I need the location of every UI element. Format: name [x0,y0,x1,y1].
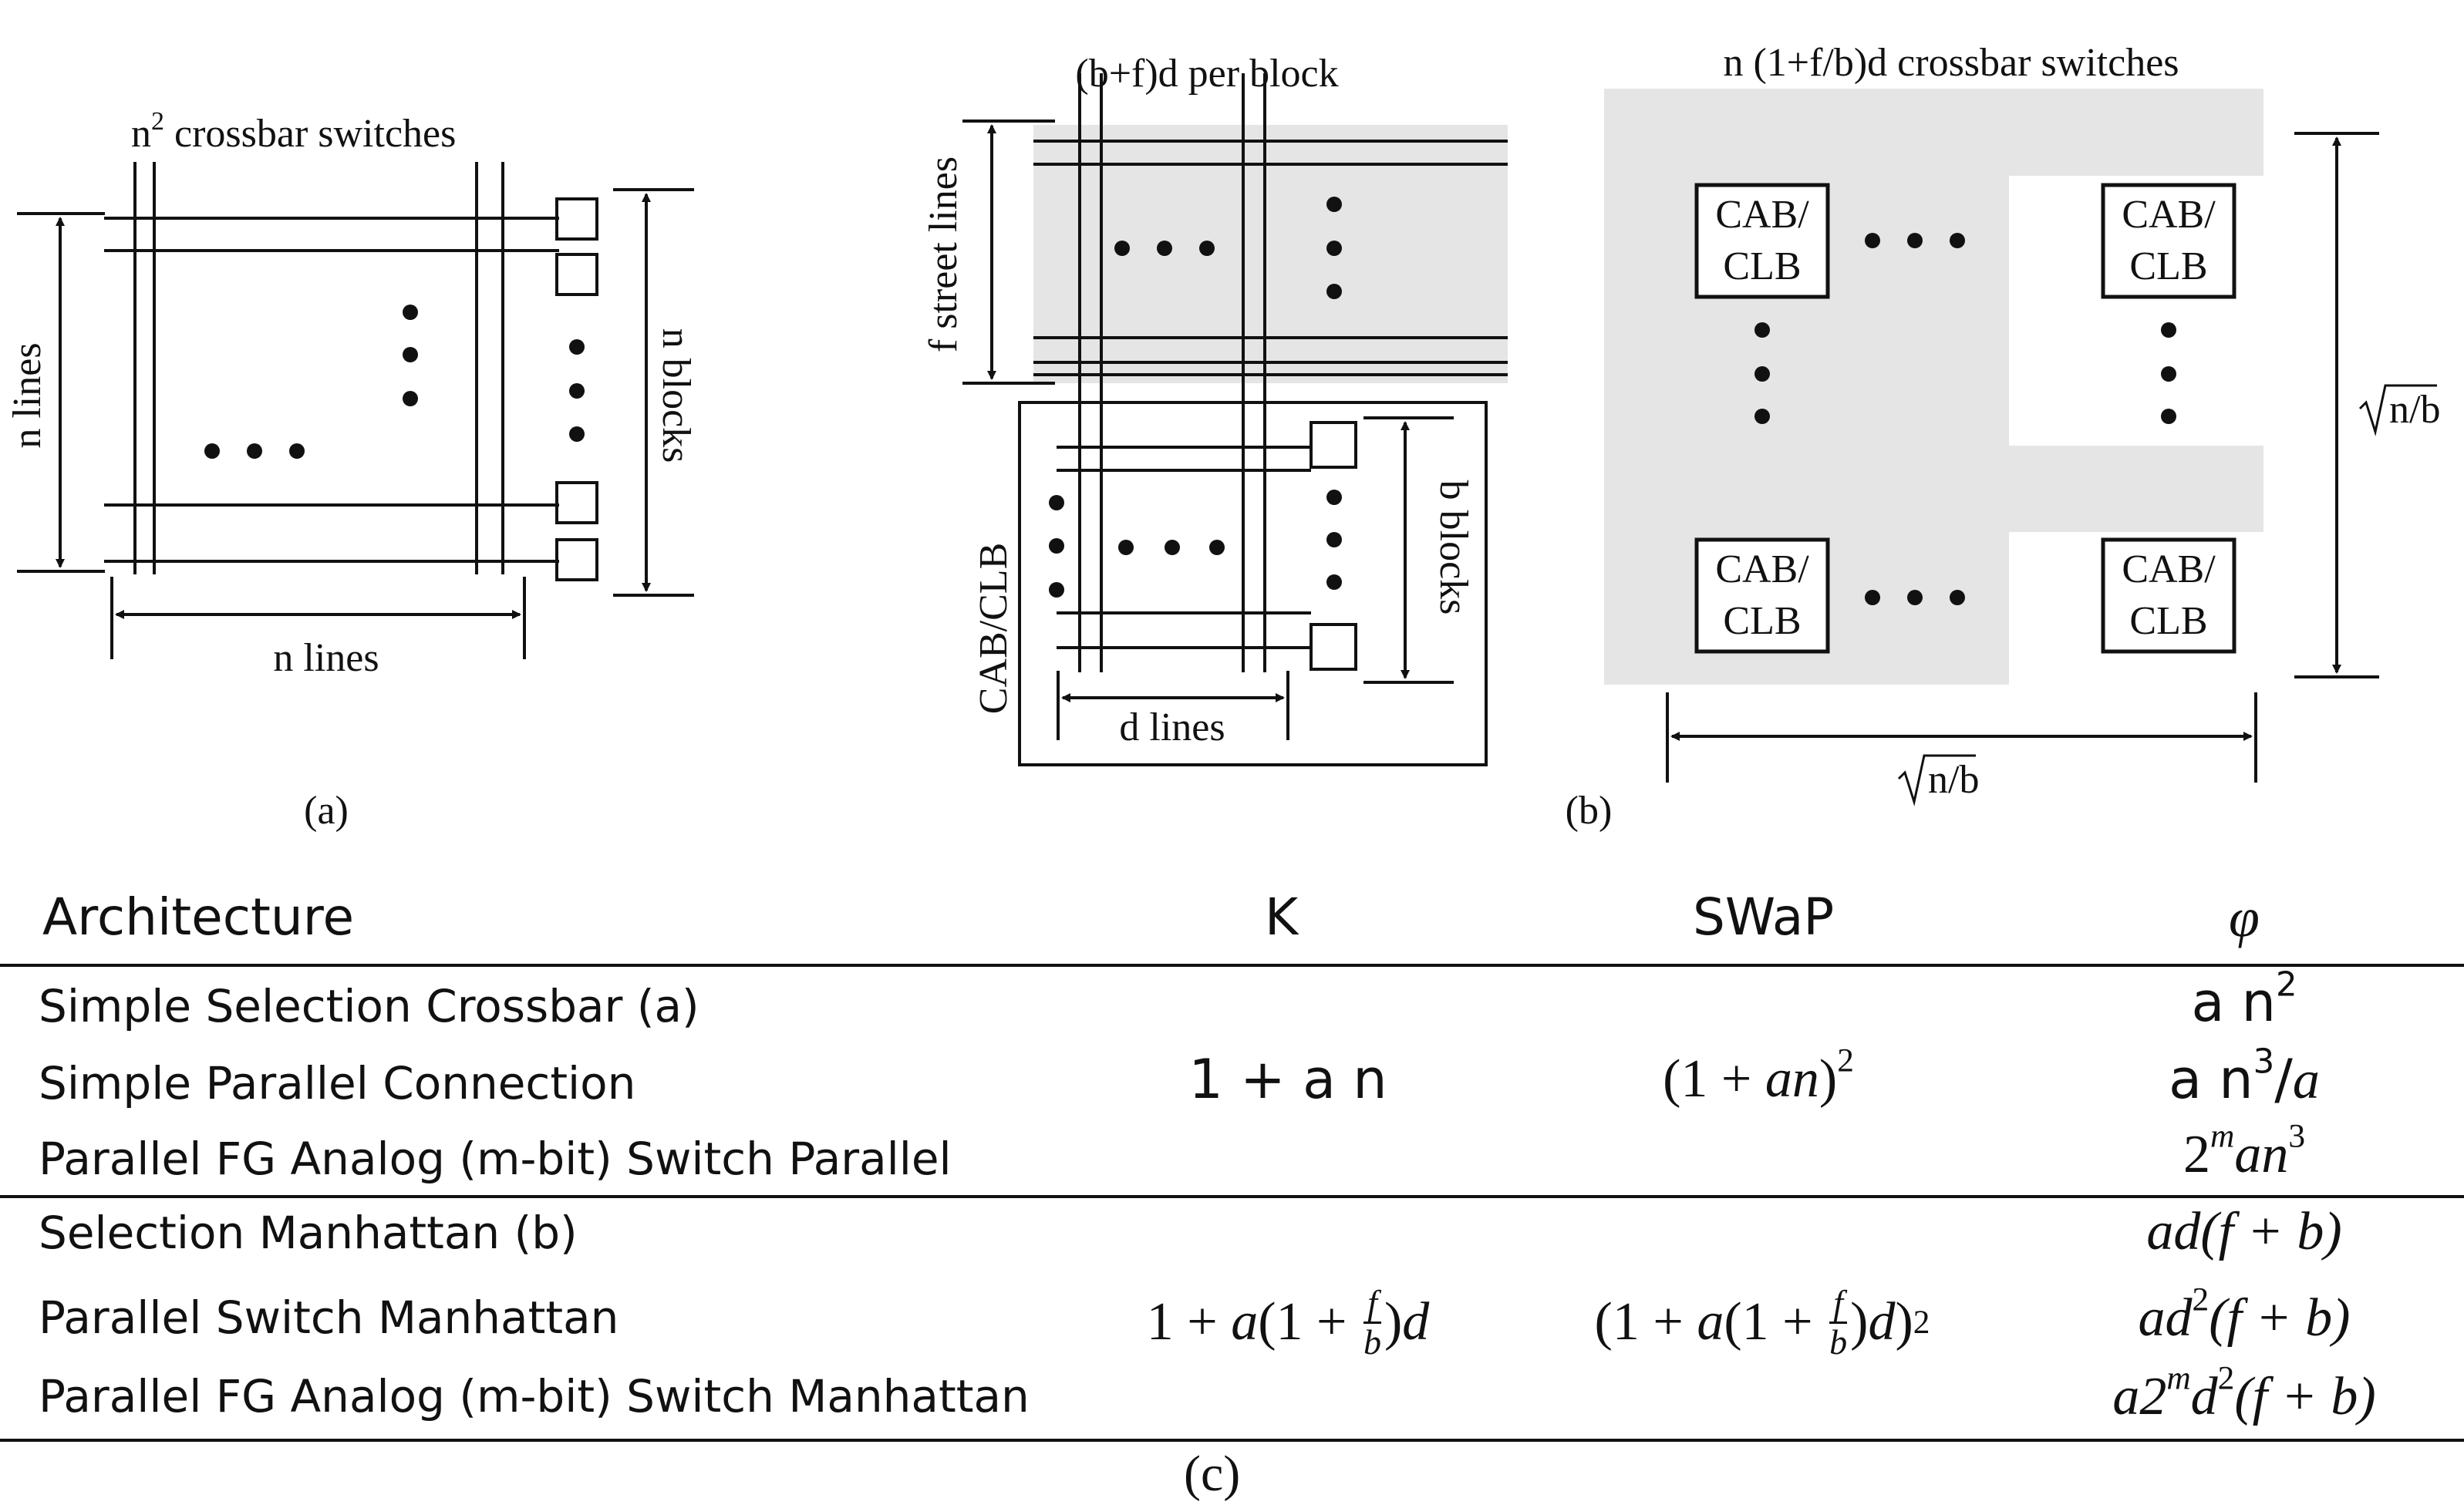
cab-clb-cell [1694,537,1830,654]
panel-b-left [962,73,1508,766]
sqrt-height-label: n/b [2389,388,2440,432]
panel-a-caption: (a) [304,789,349,833]
n-blocks-label: n blocks [654,328,698,463]
cell-label-line2: CLB [1723,599,1801,643]
comparison-table: Architecture K SWaP φ Simple Selection C… [0,856,2464,1502]
phi-value: a n3/a [2169,1042,2320,1111]
cell-label-line1: CAB/ [1715,547,1809,591]
cell-label-line2: CLB [2129,599,2207,643]
phi-value: ad2(f + b) [2138,1281,2351,1348]
block-square [555,538,598,581]
cell-label-line1: CAB/ [2122,547,2216,591]
cab-clb-cell [1694,183,1830,299]
panel-a [17,162,694,659]
phi-value: a n2 [2191,965,2297,1034]
cell-label-line1: CAB/ [2122,193,2216,237]
header-swap: SWaP [1693,887,1835,947]
panel-b-right: CAB/ CLB CAB/ CLB CAB/ CLB CAB/ CLB [1604,89,2437,806]
per-block-label: (b+f)d per block [1075,52,1338,96]
phi-value: ad(f + b) [2146,1202,2342,1261]
f-street-lines-label: f street lines [922,157,966,352]
crossbar-count-label: n (1+f/b)d crossbar switches [1723,41,2179,85]
table-rule-bottom [0,1439,2464,1442]
panel-c-caption: (c) [1184,1446,1241,1502]
sqrt-width-label: n/b [1928,758,1979,802]
block-square [555,481,598,524]
block-square [555,197,598,241]
cell-label-line2: CLB [2129,244,2207,288]
panel-a-dots [204,305,585,459]
header-k: K [1265,887,1299,947]
cell-label-line1: CAB/ [1715,193,1809,237]
table-row: Simple Parallel Connection [39,1057,636,1109]
phi-value: a2md2(f + b) [2112,1359,2376,1426]
b-blocks-label: b blocks [1431,480,1475,615]
header-phi: φ [2229,887,2260,948]
block-square [1310,421,1357,469]
table-row: Simple Selection Crossbar (a) [39,980,699,1032]
n-lines-bottom-label: n lines [273,636,379,680]
cab-clb-vertical-label: CAB/CLB [972,543,1016,715]
swap-value-group1: (1 + an)2 [1663,1042,1854,1109]
panel-b-caption: (b) [1566,789,1613,833]
cab-clb-cell [2101,537,2236,654]
header-architecture: Architecture [42,887,355,947]
cell-label-line2: CLB [1723,244,1801,288]
cab-clb-block [1018,401,1488,766]
table-row: Selection Manhattan (b) [39,1207,578,1259]
d-lines-label: d lines [1119,705,1225,749]
crossbar-switches-label: n2 crossbar switches [131,107,456,156]
block-square [555,253,598,296]
k-value-group1: 1 + a n [1188,1048,1387,1111]
table-rule-middle [0,1195,2464,1198]
n-lines-left-label: n lines [5,342,49,448]
table-row: Parallel Switch Manhattan [39,1291,619,1344]
table-row: Parallel FG Analog (m-bit) Switch Manhat… [39,1370,1030,1423]
street-shaded-area [1033,125,1508,383]
table-row: Parallel FG Analog (m-bit) Switch Parall… [39,1133,952,1185]
cab-clb-cell [2101,183,2236,299]
table-rule-top [0,964,2464,967]
phi-value: 2man3 [2183,1117,2306,1184]
block-square [1310,623,1357,671]
